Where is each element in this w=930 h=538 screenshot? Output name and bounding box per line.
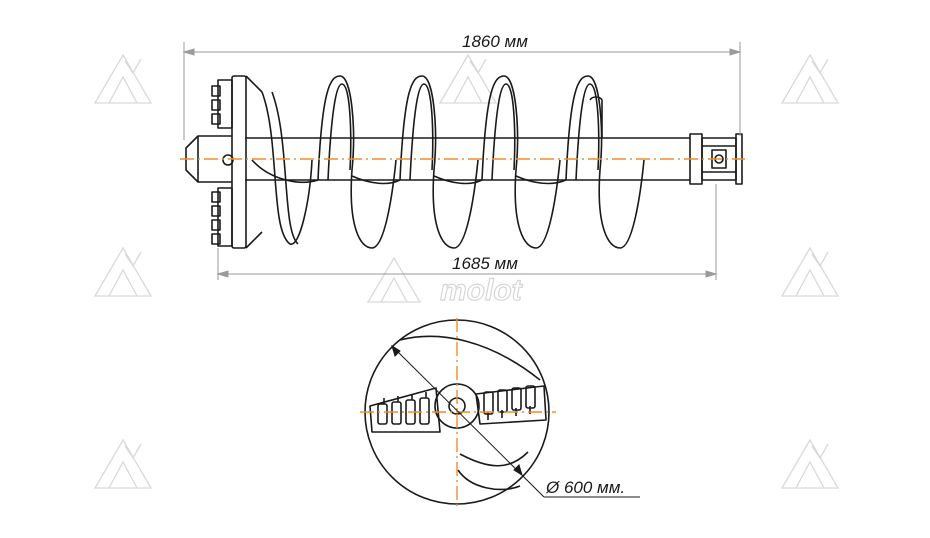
watermark-logo-icon: [93, 53, 153, 104]
watermark-logo-icon: [93, 438, 153, 489]
dimension-overall: [182, 42, 742, 140]
dimension-working: [216, 184, 718, 280]
watermark-layer: [93, 53, 840, 489]
head-pin: [222, 154, 234, 166]
overall-length-label: 1860 мм: [462, 32, 528, 51]
dimension-diameter: [391, 344, 640, 498]
watermark-logo-icon: [366, 256, 422, 303]
diameter-label: Ø 600 мм.: [545, 478, 625, 497]
watermark-logo-icon: [780, 438, 840, 489]
watermark-logo-icon: [438, 53, 498, 104]
watermark-logo-icon: [780, 246, 840, 297]
working-length-label: 1685 мм: [452, 254, 518, 273]
watermark-brand-text: molot: [440, 274, 524, 307]
right-cutting-arm: [475, 385, 547, 425]
auger-flights: [251, 75, 645, 249]
watermark-logo-icon: [93, 246, 153, 297]
watermark-logo-icon: [780, 53, 840, 104]
left-cutting-arm: [369, 387, 441, 433]
auger-side-view: [185, 75, 743, 249]
auger-shaft: [245, 137, 690, 181]
